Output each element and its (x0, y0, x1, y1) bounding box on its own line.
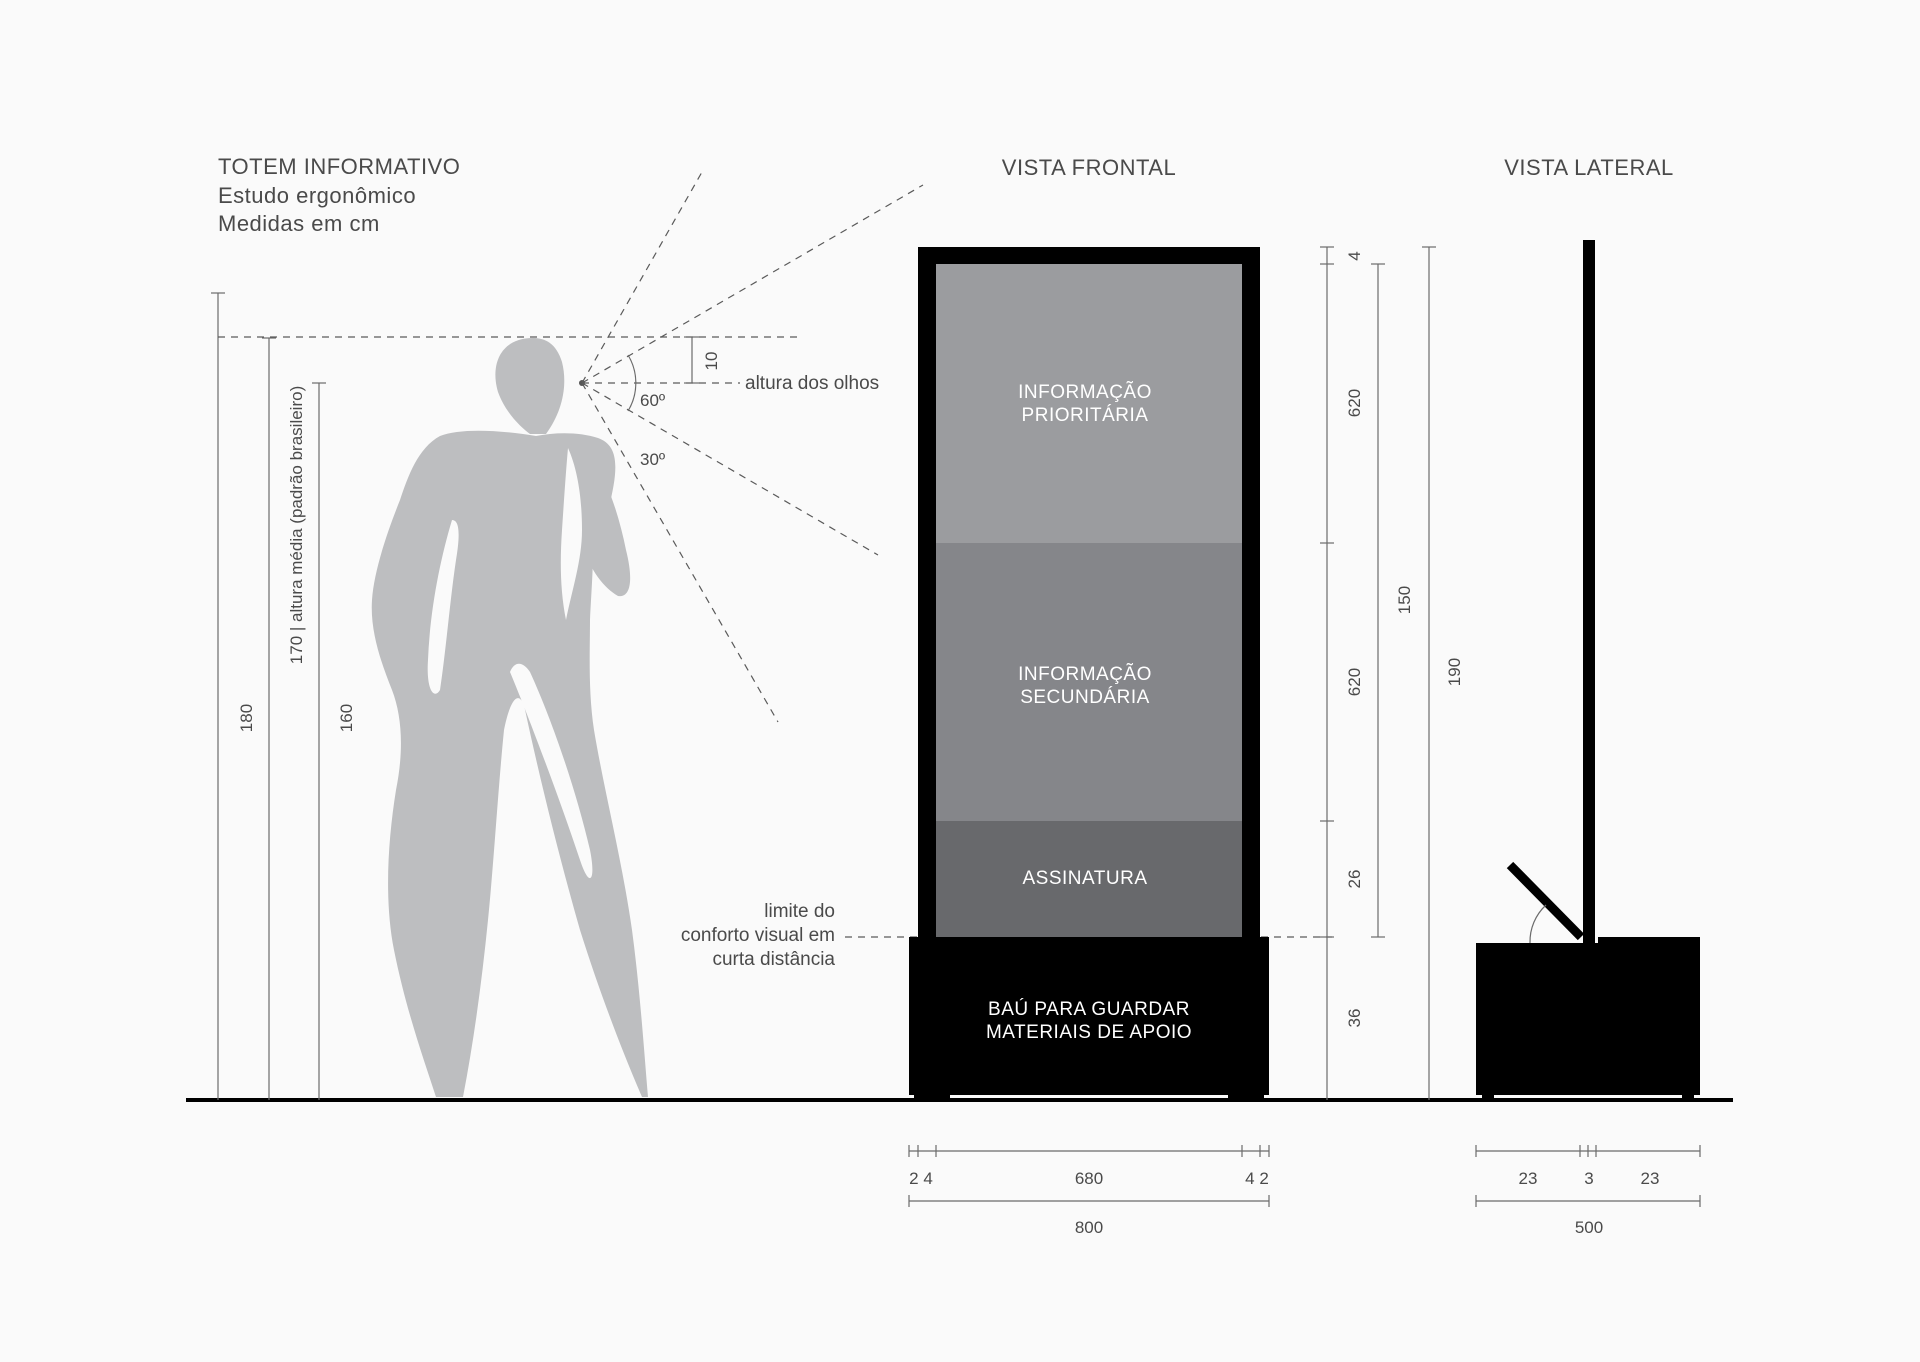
comfort-limit-line-1: limite do (764, 901, 835, 922)
side-panel (1583, 240, 1595, 945)
comfort-limit-line-3: curta distância (712, 949, 835, 970)
side-foot-right (1682, 1093, 1694, 1099)
storage-box-line-1: BAÚ PARA GUARDAR (988, 998, 1190, 1020)
dim-170-average-height-label: 170 | altura média (padrão brasileiro) (287, 386, 306, 664)
eye-offset-dimension (684, 336, 700, 384)
dim-base-label: 36 (1345, 1009, 1364, 1028)
dim-front-center-label: 680 (1075, 1169, 1103, 1188)
panel-signature (936, 821, 1242, 937)
side-lid-angle-arc (1529, 904, 1547, 944)
dim-190-label: 190 (1445, 658, 1464, 686)
panel-secondary-line-1: INFORMAÇÃO (1018, 663, 1152, 685)
front-horizontal-dimensions (908, 1145, 1270, 1207)
panel-priority-info (936, 264, 1242, 543)
panel-signature-label: ASSINATURA (1022, 868, 1147, 889)
front-view-title: VISTA FRONTAL (1002, 155, 1176, 180)
height-reference-lines (211, 292, 326, 1100)
diagram-subtitle-units: Medidas em cm (218, 211, 380, 236)
side-view-title: VISTA LATERAL (1504, 155, 1674, 180)
diagram-title: TOTEM INFORMATIVO (218, 154, 460, 179)
dim-front-left-label: 2 4 (909, 1169, 933, 1188)
side-foot-left (1482, 1093, 1494, 1099)
dim-side-right-label: 23 (1641, 1169, 1660, 1188)
front-view-totem (909, 247, 1269, 1099)
dim-front-right-label: 4 2 (1245, 1169, 1269, 1188)
side-view-totem (1476, 240, 1700, 1099)
side-horizontal-dimensions (1475, 1145, 1701, 1207)
human-figure-silhouette (371, 338, 648, 1097)
angle-30-label: 30º (640, 450, 665, 469)
side-open-lid (1506, 861, 1585, 941)
silhouette-negative-space (427, 448, 593, 879)
dim-panel-1-label: 620 (1345, 389, 1364, 417)
diagram-subtitle-ergonomic: Estudo ergonômico (218, 183, 416, 208)
storage-box-foot-right (1228, 1093, 1264, 1099)
panel-priority-line-1: INFORMAÇÃO (1018, 381, 1152, 403)
storage-box-foot-left (914, 1093, 950, 1099)
panel-secondary-info (936, 543, 1242, 821)
dim-150-label: 150 (1395, 586, 1414, 614)
front-vertical-dimensions (1320, 246, 1436, 1100)
sight-lines (579, 171, 924, 723)
storage-box (909, 937, 1269, 1095)
dim-side-center-label: 3 (1584, 1169, 1593, 1188)
angle-60-label: 60º (640, 391, 665, 410)
side-storage-box (1476, 943, 1700, 1095)
eye-offset-label: 10 (702, 352, 721, 371)
side-box-lid (1598, 937, 1700, 945)
dim-side-total-label: 500 (1575, 1218, 1603, 1237)
dim-panel-3-label: 26 (1345, 870, 1364, 889)
panel-priority-line-2: PRIORITÁRIA (1022, 405, 1149, 426)
comfort-limit-line-2: conforto visual em (681, 925, 835, 946)
dim-side-left-label: 23 (1519, 1169, 1538, 1188)
eye-height-label: altura dos olhos (745, 373, 879, 394)
dim-panel-2-label: 620 (1345, 668, 1364, 696)
panel-secondary-line-2: SECUNDÁRIA (1020, 687, 1150, 708)
dim-180-label: 180 (237, 704, 256, 732)
dim-160-label: 160 (337, 704, 356, 732)
dim-front-total-label: 800 (1075, 1218, 1103, 1237)
storage-box-line-2: MATERIAIS DE APOIO (986, 1022, 1192, 1043)
dim-top-border-label: 4 (1345, 251, 1364, 260)
